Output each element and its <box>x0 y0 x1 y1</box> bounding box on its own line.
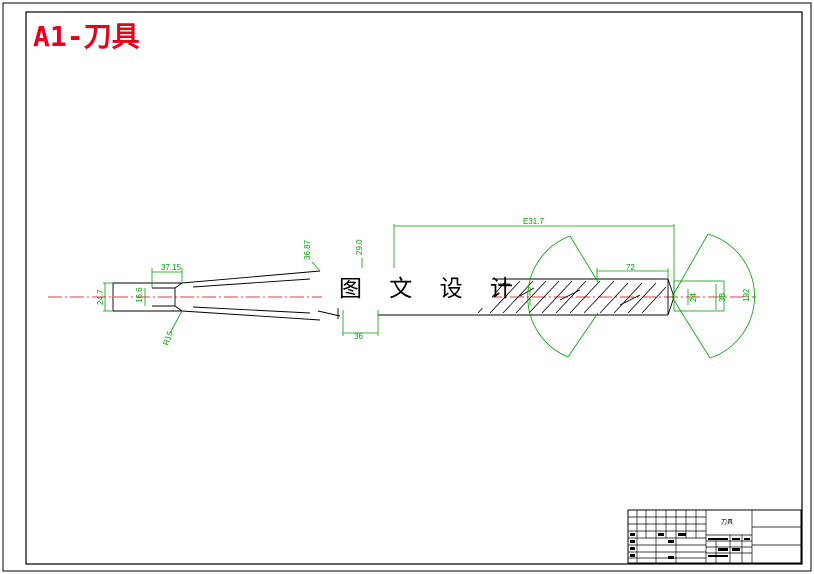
dim-left-diameter: 24.7 <box>96 289 105 305</box>
watermark-box <box>322 268 492 308</box>
title-block-fills <box>630 533 750 559</box>
dim-tip-diameter: 24 <box>689 293 698 302</box>
dim-overall-length: E31.7 <box>523 217 544 226</box>
flute-hatching <box>477 280 667 314</box>
dim-flute-length: 72 <box>626 263 635 272</box>
dim-taper-angle-b: 29.0 <box>355 239 364 255</box>
dim-cutter-radius: 192 <box>742 288 751 302</box>
dim-taper-angle-a: 36.87 <box>303 239 312 260</box>
title-block-part-name: 刀具 <box>721 519 733 526</box>
dim-body-diameter: 38 <box>718 293 727 302</box>
watermark: 图 文 设 计 <box>339 276 523 302</box>
dim-chamfer: R15 <box>161 329 175 346</box>
dimension-lines <box>103 224 755 359</box>
dim-neck-length: 36 <box>354 332 363 341</box>
inner-border <box>25 11 803 565</box>
dim-bore-diameter: 16.6 <box>135 287 144 303</box>
dim-shank-bore-length: 37.15 <box>161 263 182 272</box>
title-block <box>627 509 802 564</box>
sheet-title: A1-刀具 <box>33 20 140 53</box>
